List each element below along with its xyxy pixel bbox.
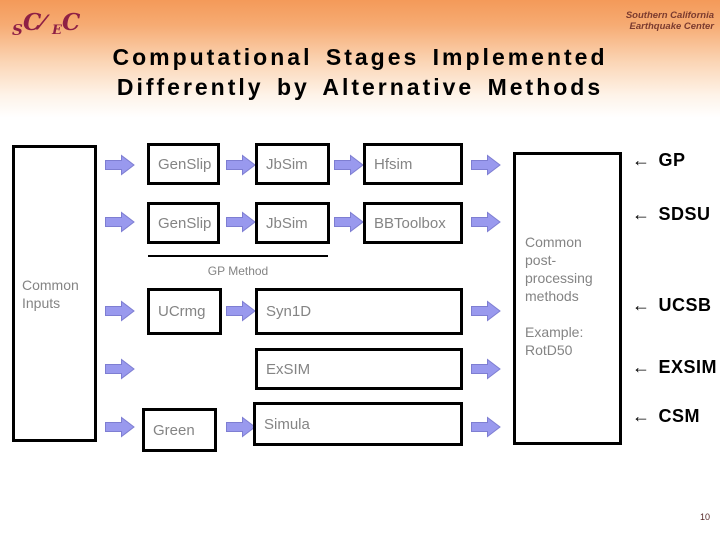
flow-arrow-icon xyxy=(105,358,135,380)
method-name: SDSU xyxy=(658,204,711,224)
method-name: EXSIM xyxy=(658,357,718,377)
stage-label: JbSim xyxy=(266,155,308,173)
gp-method-label: GP Method xyxy=(207,264,269,278)
stage-box-r5-green: Green xyxy=(142,408,217,452)
logo-letter-s: S xyxy=(12,21,23,39)
stage-box-r2-jbsim: JbSim xyxy=(255,202,330,244)
flow-arrow-icon xyxy=(334,211,364,233)
flow-arrow-icon xyxy=(471,300,501,322)
left-arrow-icon: ← xyxy=(632,406,651,426)
post-processing-example: Example: RotD50 xyxy=(525,324,584,358)
method-label-ucsb: ← UCSB xyxy=(632,295,712,316)
left-arrow-icon: ← xyxy=(632,150,651,170)
page-number: 10 xyxy=(700,512,711,522)
stage-box-r1-hfsim: Hfsim xyxy=(363,143,463,185)
method-label-gp: ← GP xyxy=(632,150,686,171)
stage-box-r2-bbtoolbox: BBToolbox xyxy=(363,202,463,244)
stage-box-r4-exsim: ExSIM xyxy=(255,348,463,390)
stage-label: GenSlip xyxy=(158,155,212,173)
org-name-line2: Earthquake Center xyxy=(629,21,714,32)
method-name: UCSB xyxy=(658,295,712,315)
left-arrow-icon: ← xyxy=(632,295,651,315)
post-processing-text: Common post-processing methods xyxy=(525,234,593,304)
flow-arrow-icon xyxy=(471,416,501,438)
slide-title-line2: Differently by Alternative Methods xyxy=(116,74,604,100)
stage-box-r3-syn1d: Syn1D xyxy=(255,288,463,335)
slide-title: Computational Stages Implemented Differe… xyxy=(0,42,720,102)
flow-arrow-icon xyxy=(471,154,501,176)
stage-label: BBToolbox xyxy=(374,214,446,232)
stage-label: GenSlip xyxy=(158,214,212,232)
stage-box-r1-jbsim: JbSim xyxy=(255,143,330,185)
flow-arrow-icon xyxy=(334,154,364,176)
flow-arrow-icon xyxy=(105,154,135,176)
common-inputs-box: Common Inputs xyxy=(12,145,97,442)
method-label-sdsu: ← SDSU xyxy=(632,204,711,225)
stage-label: Simula xyxy=(264,415,310,433)
stage-label: ExSIM xyxy=(266,360,311,378)
method-label-exsim: ← EXSIM xyxy=(632,357,717,378)
logo-slashes-icon: ⁄⁄ xyxy=(41,10,44,34)
flow-arrow-icon xyxy=(105,416,135,438)
scec-logo: S C ⁄⁄ E C xyxy=(8,8,98,50)
stage-label: UCrmg xyxy=(158,303,206,320)
stage-box-r1-genslip: GenSlip xyxy=(147,143,220,185)
stage-label: Hfsim xyxy=(374,155,413,173)
post-processing-box: Common post-processing methods Example: … xyxy=(513,152,622,445)
common-inputs-label: Common Inputs xyxy=(22,276,79,311)
org-name-line1: Southern California xyxy=(625,10,714,21)
method-name: GP xyxy=(658,150,686,170)
slide-title-line1: Computational Stages Implemented xyxy=(112,44,608,70)
stage-label: JbSim xyxy=(266,214,308,232)
stage-box-r3-ucrmg: UCrmg xyxy=(147,288,222,335)
flow-arrow-icon xyxy=(105,211,135,233)
method-name: CSM xyxy=(658,406,700,426)
logo-letter-c2: C xyxy=(62,9,81,36)
flow-arrow-icon xyxy=(471,358,501,380)
flow-arrow-icon xyxy=(226,416,256,438)
flow-arrow-icon xyxy=(226,300,256,322)
logo-letter-c1: C xyxy=(23,9,42,36)
flow-arrow-icon xyxy=(226,211,256,233)
flow-arrow-icon xyxy=(226,154,256,176)
stage-label: Green xyxy=(153,421,195,439)
stage-box-r5-simula: Simula xyxy=(253,402,463,446)
stage-box-r2-genslip: GenSlip xyxy=(147,202,220,244)
left-arrow-icon: ← xyxy=(632,204,651,224)
org-name: Southern California Earthquake Center xyxy=(626,10,714,32)
flow-arrow-icon xyxy=(471,211,501,233)
flow-arrow-icon xyxy=(105,300,135,322)
logo-letter-e: E xyxy=(52,23,62,38)
left-arrow-icon: ← xyxy=(632,357,651,377)
stage-label: Syn1D xyxy=(266,303,312,320)
method-label-csm: ← CSM xyxy=(632,406,700,427)
gp-method-underline xyxy=(148,255,328,257)
